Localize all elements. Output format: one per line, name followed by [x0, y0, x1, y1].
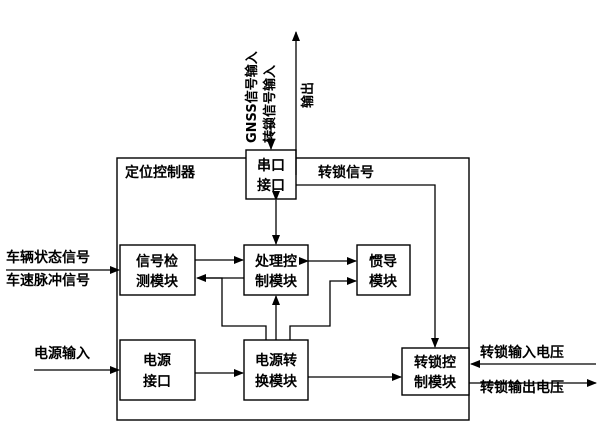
- power-to-inertial-arrow: [289, 277, 357, 340]
- power-interface-label-1: 电源: [143, 352, 171, 369]
- serial-interface-label-1: 串口: [257, 157, 285, 174]
- lock-control-label-1: 转锁控: [414, 354, 456, 371]
- signal-detect-label-1: 信号检: [136, 253, 178, 270]
- serial-interface-label-2: 接口: [257, 177, 285, 194]
- process-control-label-2: 制模块: [255, 273, 298, 290]
- power-convert-box: [243, 339, 309, 401]
- lock-signal-input-label: 转锁信号输入: [262, 65, 278, 143]
- controller-label: 定位控制器: [125, 164, 196, 181]
- power-convert-label-2: 换模块: [255, 373, 298, 390]
- lock-control-label-2: 制模块: [414, 374, 457, 391]
- power-convert-label-1: 电源转: [255, 352, 297, 369]
- signal-detect-box: [119, 244, 196, 296]
- lock-signal-label: 转锁信号: [318, 164, 374, 181]
- gnss-input-label: GNSS信号输入: [244, 51, 260, 143]
- power-input-label: 电源输入: [34, 345, 90, 362]
- lock-signal-arrow: [296, 184, 439, 348]
- vehicle-state-label: 车辆状态信号: [6, 249, 90, 266]
- speed-pulse-label: 车速脉冲信号: [6, 272, 90, 289]
- lock-control-box: [401, 347, 470, 396]
- process-control-box: [243, 244, 309, 296]
- lock-voltage-in-label: 转锁输入电压: [480, 344, 564, 361]
- power-to-detect-arrow: [221, 296, 267, 340]
- inertial-nav-label-1: 惯导: [369, 253, 397, 270]
- power-to-detect-arrow-b: [198, 277, 223, 296]
- inertial-nav-box: [356, 244, 411, 296]
- serial-interface-box: [245, 149, 297, 200]
- process-control-label-1: 处理控: [254, 253, 297, 270]
- power-interface-label-2: 接口: [143, 373, 171, 390]
- lock-voltage-out-label: 转锁输出电压: [480, 379, 564, 396]
- power-interface-box: [119, 339, 196, 401]
- output-label: 输出: [300, 82, 316, 108]
- signal-detect-label-2: 测模块: [136, 273, 179, 290]
- inertial-nav-label-2: 模块: [369, 273, 398, 290]
